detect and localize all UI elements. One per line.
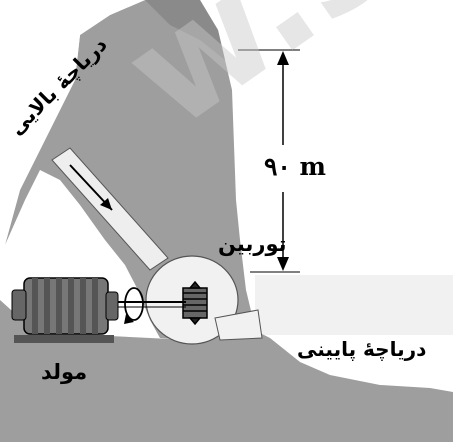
turbine-runner: [182, 280, 208, 326]
ground: [0, 300, 453, 442]
height-arrow-up: [277, 51, 289, 65]
rotation-arrow-head: [124, 314, 134, 324]
upper-reservoir-water: [0, 0, 145, 250]
height-label: ۹۰ m: [264, 152, 327, 181]
lower-reservoir-water: [255, 275, 453, 335]
lower-reservoir-label: دریاچهٔ پایینی: [297, 337, 427, 361]
draft-tube: [214, 309, 263, 341]
height-arrow-down: [277, 257, 289, 271]
mountain-shading: [145, 0, 225, 60]
generator-label: مولد: [41, 360, 88, 384]
flow-arrow-head: [100, 198, 112, 210]
generator: [11, 277, 119, 343]
turbine-label: توربین: [218, 232, 287, 256]
rotation-arrow: [124, 287, 144, 321]
